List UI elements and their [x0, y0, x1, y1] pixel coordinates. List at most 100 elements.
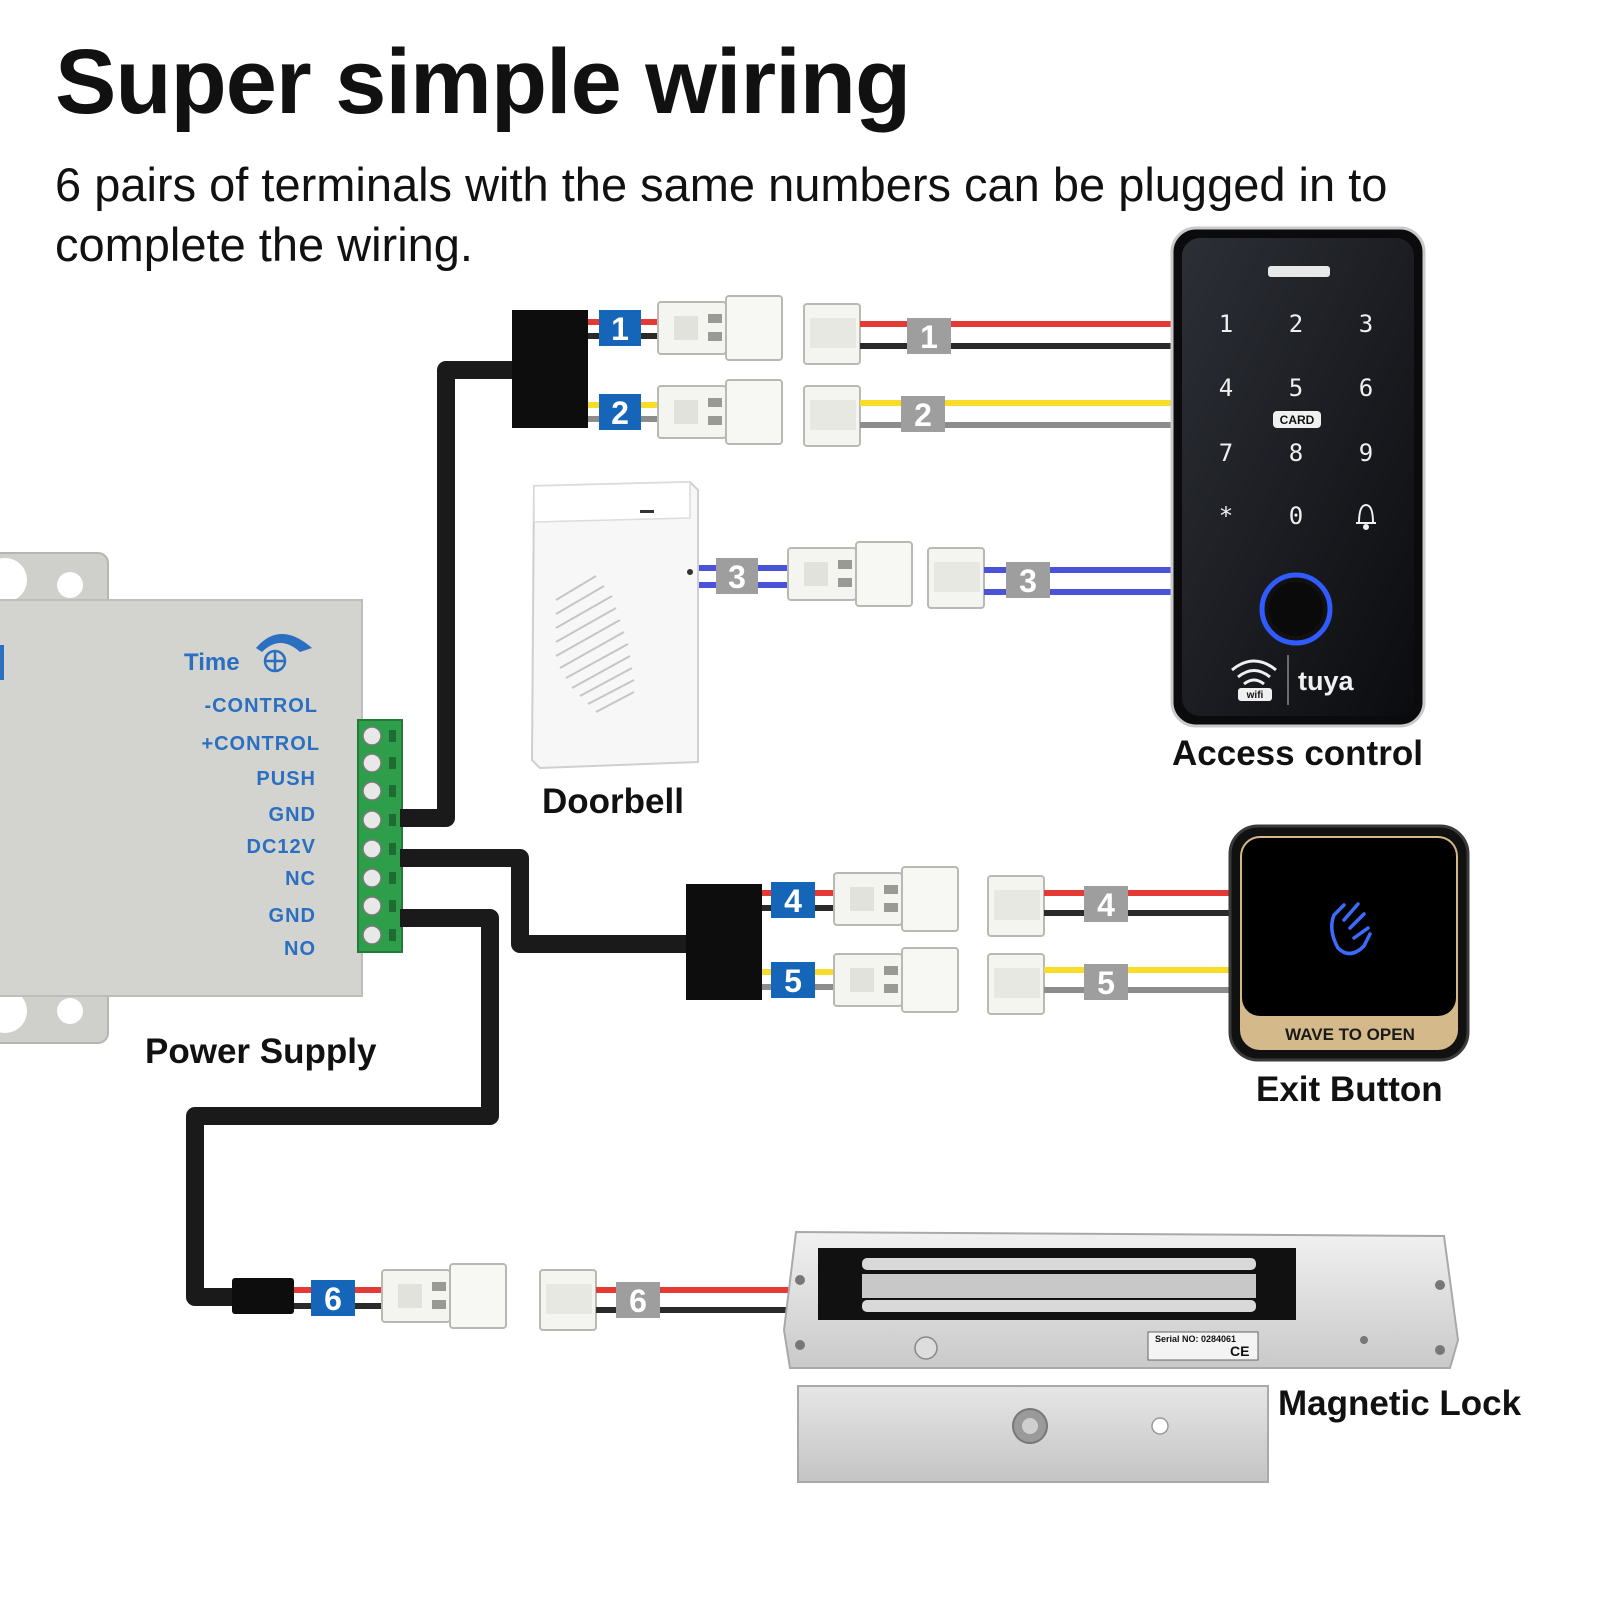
keypad-face: [1182, 238, 1414, 716]
key-4[interactable]: 4: [1219, 374, 1233, 402]
cable-to-magnetic-lock: [186, 909, 499, 1306]
page-title: Super simple wiring: [55, 31, 911, 133]
male-connector-1: [657, 295, 783, 361]
key-9[interactable]: 9: [1359, 439, 1373, 467]
connector-number: 4: [784, 883, 802, 919]
doorbell: [530, 480, 699, 770]
female-connector-4: [987, 875, 1045, 937]
terminal-label: +CONTROL: [201, 733, 320, 755]
terminal-label: NO: [284, 938, 316, 960]
card-badge-text: CARD: [1280, 413, 1315, 427]
connector-number: 2: [611, 395, 629, 431]
status-led: [0, 645, 4, 680]
access-control-label: Access control: [1172, 734, 1423, 773]
hand-wave-icon: [1330, 902, 1372, 956]
female-connector-6: [539, 1269, 597, 1331]
mounting-hole: [0, 989, 27, 1033]
connector-tag: [1084, 886, 1128, 922]
cable-to-exit-button: [400, 849, 690, 953]
time-adjust-arrow-icon: [256, 634, 312, 652]
page-subtitle: 6 pairs of terminals with the same numbe…: [55, 158, 1388, 271]
cable-sleeve: [686, 884, 762, 1000]
connector-number: 3: [1019, 563, 1037, 599]
connector-number: 5: [784, 963, 802, 999]
cable-sleeve: [232, 1278, 294, 1314]
serial-sticker: [1147, 1331, 1259, 1361]
terminal-label: -CONTROL: [204, 695, 318, 717]
connector-number: 5: [1097, 965, 1115, 1001]
brand-logo: tuya: [1298, 666, 1355, 696]
connector-number: 1: [611, 311, 629, 347]
wifi-icon: [1231, 659, 1277, 686]
key-6[interactable]: 6: [1359, 374, 1373, 402]
key-3[interactable]: 3: [1359, 310, 1373, 338]
connector-number: 2: [914, 397, 932, 433]
terminal-label: NC: [285, 868, 316, 890]
terminal-block: [357, 719, 403, 953]
connector-tag: [599, 310, 641, 346]
cable-sleeve: [512, 310, 588, 428]
female-connector-3: [927, 547, 985, 609]
plate-hole: [1151, 1417, 1169, 1435]
led-indicator: [914, 1336, 938, 1360]
power-supply-label: Power Supply: [145, 1032, 377, 1071]
connector-number: 6: [324, 1281, 342, 1317]
connector-tag: [599, 394, 641, 430]
cable-to-access-control: [400, 361, 512, 827]
connector-tag: [716, 558, 758, 594]
screw-icon: [795, 1340, 805, 1350]
connector-number: 3: [728, 559, 746, 595]
connector-tag: [1006, 562, 1050, 598]
card-badge: [1273, 411, 1321, 428]
mounting-hole: [57, 572, 83, 598]
doorbell-label: Doorbell: [542, 782, 684, 821]
exit-button[interactable]: WAVE TO OPEN: [1228, 824, 1470, 1062]
doorbell-body: [530, 480, 699, 770]
terminal-label: GND: [269, 905, 316, 927]
magnetic-lock-label: Magnetic Lock: [1278, 1384, 1522, 1423]
male-connector-3: [787, 541, 913, 607]
exit-button-label: Exit Button: [1256, 1070, 1443, 1109]
power-supply: Time -CONTROL +CONTROL PUSH GND DC12V NC…: [0, 552, 403, 1044]
key-1[interactable]: 1: [1219, 310, 1233, 338]
mounting-hole: [0, 558, 27, 602]
connector-tag: [311, 1280, 355, 1316]
connector-tag: [907, 318, 951, 354]
male-connector-2: [657, 379, 783, 445]
connector-tag: [901, 396, 945, 432]
connector-number: 6: [629, 1283, 647, 1319]
exit-button-panel-text: WAVE TO OPEN: [1285, 1025, 1415, 1044]
wifi-text: wifi: [1246, 690, 1264, 701]
male-connector-5: [833, 947, 959, 1013]
key-7[interactable]: 7: [1219, 439, 1233, 467]
connector-number: 1: [920, 319, 938, 355]
screw-icon: [1435, 1280, 1445, 1290]
time-label: Time: [184, 649, 240, 676]
male-connector-6: [381, 1263, 507, 1329]
screw-icon: [795, 1275, 805, 1285]
main-cables: [186, 361, 690, 1306]
connector-tag: [771, 882, 815, 918]
terminal-label: GND: [269, 804, 316, 826]
female-connector-1: [803, 303, 861, 365]
terminal-label: DC12V: [247, 836, 316, 858]
connector-tag: [616, 1282, 660, 1318]
speaker-grille-icon: [555, 575, 635, 713]
male-connector-4: [833, 866, 959, 932]
key-5[interactable]: 5: [1289, 374, 1303, 402]
key-2[interactable]: 2: [1289, 310, 1303, 338]
magnetic-lock: Serial NO: 0284061 CE: [782, 1230, 1460, 1483]
ce-mark: CE: [1230, 1343, 1249, 1359]
connector-tag: [1084, 964, 1128, 1000]
female-connector-5: [987, 953, 1045, 1015]
key-0[interactable]: 0: [1289, 502, 1303, 530]
access-control-keypad: 1 2 3 4 5 6 7 8 9 * 0 CARD wifi tuya: [1170, 226, 1426, 728]
indicator-bar: [1268, 266, 1330, 277]
screw-icon: [1435, 1345, 1445, 1355]
terminal-label: PUSH: [256, 768, 316, 790]
key-8[interactable]: 8: [1289, 439, 1303, 467]
key-star[interactable]: *: [1219, 502, 1233, 530]
connector-number: 4: [1097, 887, 1115, 923]
bell-icon[interactable]: [1356, 503, 1376, 530]
